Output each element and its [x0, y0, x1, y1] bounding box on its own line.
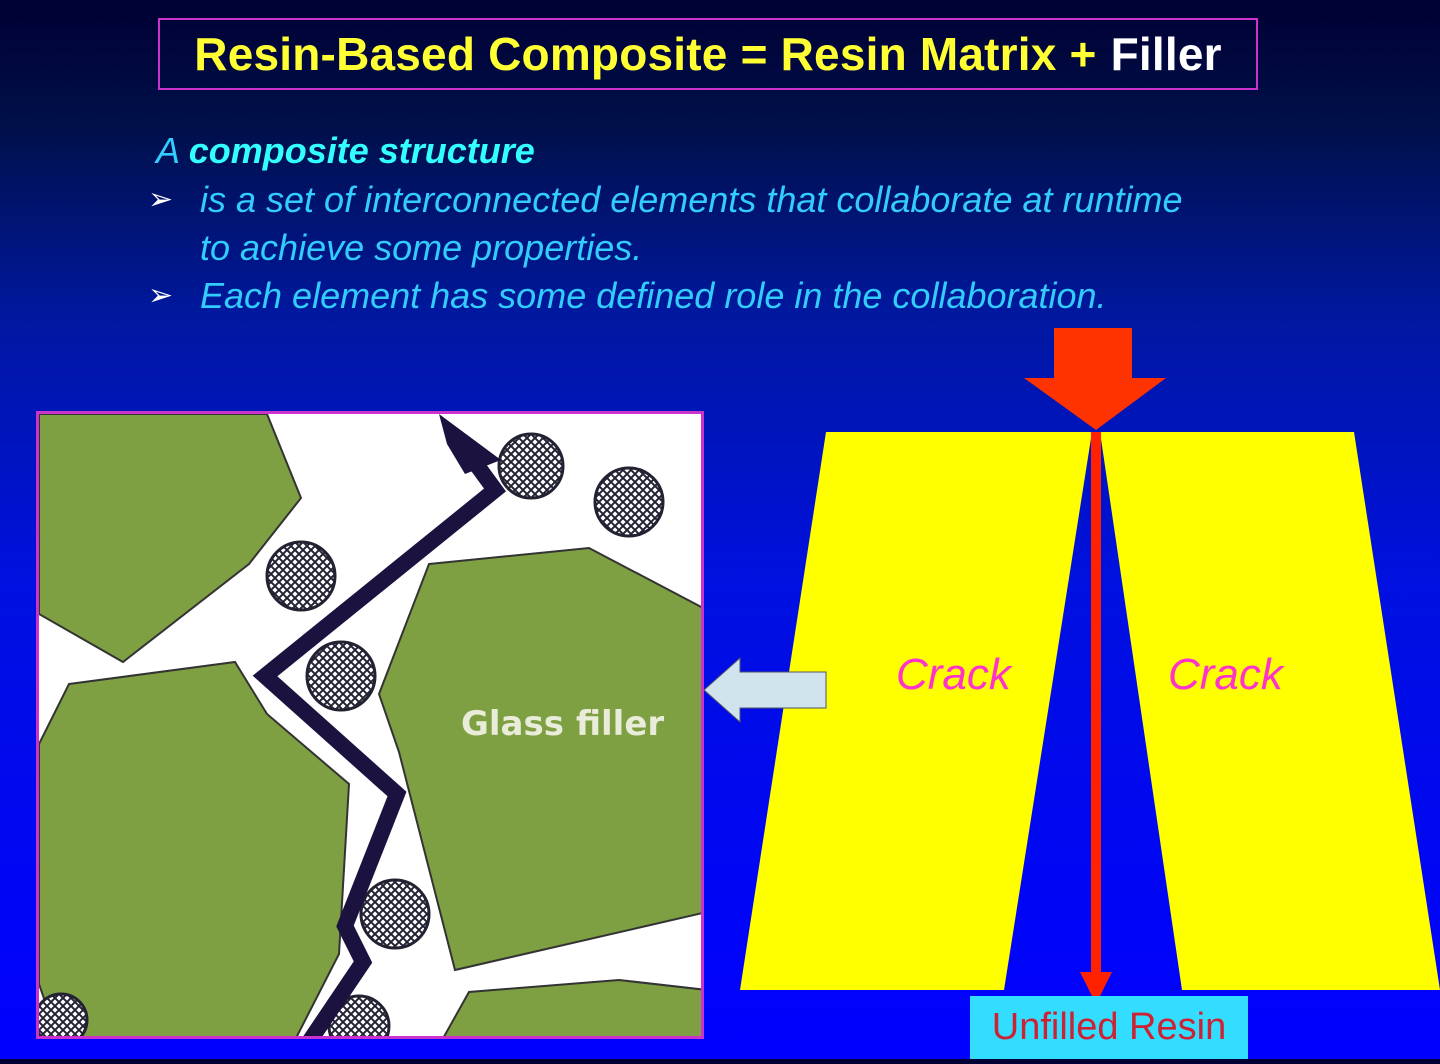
hatched-particle	[39, 992, 89, 1036]
title-main: Resin-Based Composite = Resin Matrix +	[194, 28, 1097, 80]
bullet-text-line: Each element has some defined role in th…	[200, 275, 1107, 316]
glass-filler-label: Glass filler	[461, 704, 665, 744]
microstructure-drawing	[39, 414, 701, 1036]
crack-path	[252, 433, 506, 1036]
load-arrow-icon	[1024, 328, 1166, 430]
crack-label-left: Crack	[896, 650, 1011, 699]
bullet-arrow-icon: ➢	[148, 183, 174, 216]
filler-particle	[39, 414, 303, 664]
hatched-particle	[359, 878, 431, 950]
pointer-arrow-icon	[703, 656, 827, 724]
right-block	[1100, 432, 1440, 990]
microstructure-image: Glass filler	[36, 411, 704, 1039]
crack-label-right: Crack	[1168, 650, 1283, 699]
hatched-particle	[305, 640, 377, 712]
title-filler: Filler	[1110, 28, 1222, 80]
slide-title: Resin-Based Composite = Resin Matrix + F…	[158, 18, 1258, 90]
heading-strong: composite structure	[188, 130, 535, 171]
filler-particle	[39, 660, 351, 1036]
filler-particle	[443, 978, 701, 1036]
left-block	[740, 432, 1092, 990]
hatched-particle	[265, 540, 337, 612]
crack-diagram: Crack Crack Unfilled Resin	[700, 320, 1440, 1059]
bullet-text-line: to achieve some properties.	[200, 227, 643, 268]
crack-diagram-drawing	[703, 328, 1440, 1004]
unfilled-resin-label: Unfilled Resin	[970, 996, 1248, 1059]
crack-line-arrowhead-icon	[1080, 972, 1112, 1004]
heading-prefix: A	[156, 130, 179, 171]
bullet-arrow-icon: ➢	[148, 279, 174, 312]
section-heading: A composite structure	[156, 130, 535, 172]
hatched-particle	[497, 432, 565, 500]
crack-path-arrowhead-icon	[439, 414, 501, 474]
bullet-item: ➢ Each element has some defined role in …	[148, 272, 1348, 322]
hatched-particle	[593, 466, 665, 538]
filler-particle	[377, 546, 701, 972]
bullet-item: ➢ is a set of interconnected elements th…	[148, 176, 1348, 276]
bullet-text-line: is a set of interconnected elements that…	[200, 179, 1183, 220]
